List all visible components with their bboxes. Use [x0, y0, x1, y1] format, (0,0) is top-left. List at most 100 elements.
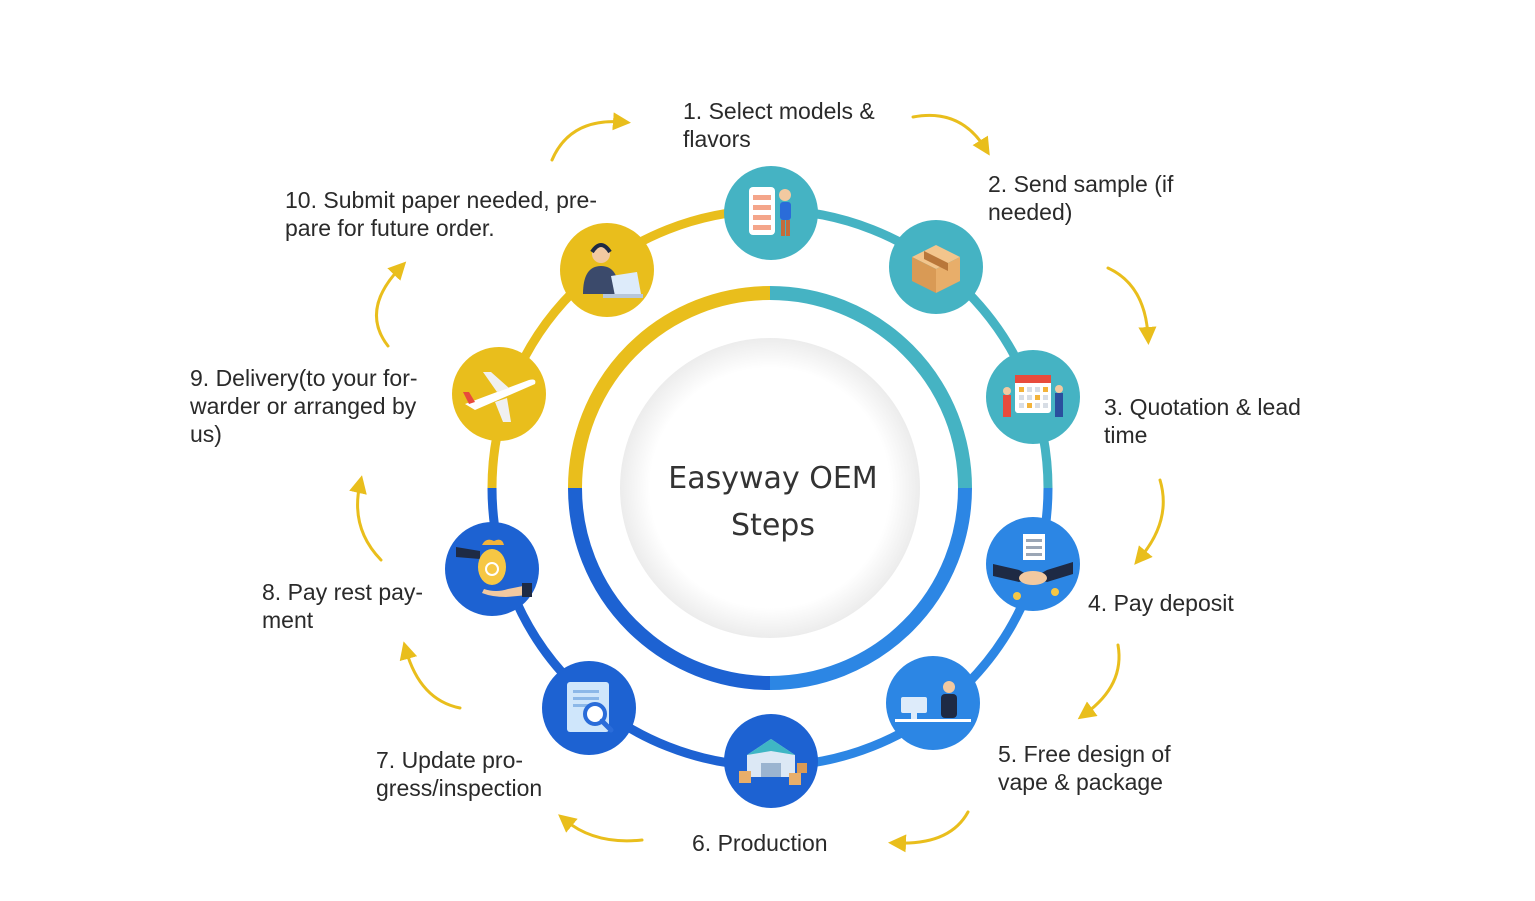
- laptop-base: [603, 294, 643, 298]
- crate: [797, 763, 807, 773]
- step-node-1: [724, 166, 818, 260]
- list-line: [753, 215, 771, 220]
- plane-fuselage: [465, 379, 536, 410]
- list-line: [753, 195, 771, 200]
- calendar-day: [1019, 403, 1024, 408]
- calendar-day: [1019, 395, 1024, 400]
- person-leg: [781, 220, 785, 236]
- list-line: [753, 205, 771, 210]
- calendar-day: [1027, 387, 1032, 392]
- step-7-line-1: 7. Update pro-: [376, 747, 524, 773]
- step-arrow-8: [349, 475, 383, 562]
- factory-roof: [747, 739, 795, 755]
- step-arrow-3: [1134, 478, 1165, 565]
- person-left-head: [1003, 387, 1011, 395]
- contract-line: [1026, 546, 1042, 549]
- crate: [789, 773, 801, 785]
- sleeve-top: [456, 547, 480, 559]
- contract-line: [1026, 553, 1042, 556]
- arrows-layer: [349, 112, 1165, 853]
- step-arrow-6: [558, 814, 644, 843]
- calendar-day: [1019, 387, 1024, 392]
- step-label-6: 6. Production: [692, 829, 828, 857]
- inner-ring-yellow: [568, 286, 771, 489]
- step-8-line-2: ment: [262, 607, 314, 633]
- step-9-line-3: us): [190, 421, 222, 447]
- agent-head: [592, 245, 610, 263]
- step-node-8: [445, 522, 539, 616]
- plane-wing-top: [483, 372, 509, 392]
- calendar-people-icon: [1003, 375, 1063, 417]
- handshake-contract-icon: [993, 534, 1073, 600]
- center-disc: [620, 338, 920, 638]
- phone-checklist-person-icon: [749, 187, 791, 236]
- step-5-line-2: vape & package: [998, 769, 1163, 795]
- hands: [1019, 571, 1047, 585]
- calendar-day: [1035, 387, 1040, 392]
- step-label-3: 3. Quotation & lead time: [1104, 393, 1301, 449]
- support-agent-laptop-icon: [583, 243, 643, 298]
- factory-door: [761, 763, 781, 777]
- person-body: [780, 202, 791, 220]
- coin: [1051, 588, 1059, 596]
- crate: [739, 771, 751, 783]
- step-10-line-2: pare for future order.: [285, 215, 495, 241]
- step-arrow-1: [911, 113, 990, 156]
- box-left: [912, 257, 936, 293]
- step-node-7: [542, 661, 636, 755]
- step-label-9: 9. Delivery(to your for- warder or arran…: [190, 364, 418, 448]
- step-node-5: [886, 656, 980, 750]
- laptop-screen: [611, 272, 641, 296]
- nodes-layer: [445, 166, 1080, 808]
- step-node-3: [986, 350, 1080, 444]
- bag-neck: [482, 539, 504, 545]
- step-arrow-10: [550, 112, 631, 162]
- cardboard-box-icon: [912, 245, 960, 293]
- person-head: [943, 681, 955, 693]
- person-right-body: [1055, 393, 1063, 417]
- step-label-10: 10. Submit paper needed, pre- pare for f…: [285, 186, 597, 242]
- step-9-line-1: 9. Delivery(to your for-: [190, 365, 418, 391]
- agent-body: [583, 266, 619, 294]
- step-label-1: 1. Select models & flavors: [683, 97, 875, 153]
- document-line: [573, 704, 599, 707]
- inner-ring-teal: [769, 286, 972, 489]
- calendar-day: [1043, 387, 1048, 392]
- step-8-line-1: 8. Pay rest pay-: [262, 579, 424, 605]
- calendar-day: [1043, 395, 1048, 400]
- step-10-line-1: 10. Submit paper needed, pre-: [285, 187, 597, 213]
- step-node-2: [889, 220, 983, 314]
- plane-wing-bottom: [495, 398, 511, 422]
- step-arrow-2: [1106, 266, 1157, 345]
- step-node-9: [452, 347, 546, 441]
- step-2-line-2: needed): [988, 199, 1073, 225]
- inner-ring-blue: [568, 487, 771, 690]
- document-line: [573, 697, 599, 700]
- coin: [1013, 592, 1021, 600]
- step-1-line-1: 1. Select models &: [683, 98, 875, 124]
- designer-at-desk-icon: [895, 681, 971, 722]
- step-node-circle-4: [986, 517, 1080, 611]
- monitor-stand: [911, 713, 917, 719]
- step-3-line-2: time: [1104, 422, 1148, 448]
- person-head: [779, 189, 791, 201]
- sleeve-bottom: [522, 583, 532, 597]
- step-label-2: 2. Send sample (if needed): [988, 170, 1173, 226]
- step-node-circle-5: [886, 656, 980, 750]
- calendar-header: [1015, 375, 1051, 383]
- step-node-6: [724, 714, 818, 808]
- step-label-5: 5. Free design of vape & package: [998, 740, 1171, 796]
- step-6-line-1: 6. Production: [692, 830, 828, 856]
- step-2-line-1: 2. Send sample (if: [988, 171, 1174, 197]
- calendar-day: [1035, 395, 1040, 400]
- list-line: [753, 225, 771, 230]
- inner-ring-blue-light: [769, 487, 972, 690]
- center-title-line-1: Easyway OEM: [668, 461, 878, 496]
- magnifier-lens: [583, 702, 607, 726]
- step-label-8: 8. Pay rest pay- ment: [262, 578, 423, 634]
- document-line: [573, 690, 599, 693]
- step-label-7: 7. Update pro- gress/inspection: [376, 746, 542, 802]
- desk: [895, 719, 971, 722]
